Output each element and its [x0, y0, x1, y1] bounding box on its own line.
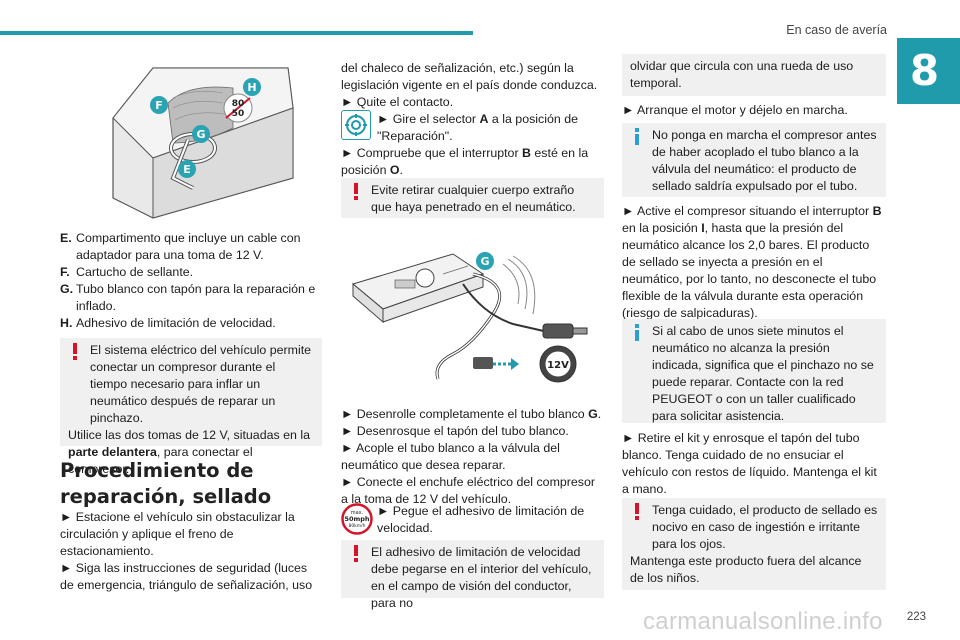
warning-exclamation-icon [73, 343, 77, 360]
callout-h: H [243, 78, 261, 96]
compressor-selector-icon [341, 110, 371, 140]
col3-step-start: ► Arranque el motor y déjelo en marcha. [622, 103, 848, 117]
section-title: En caso de avería [786, 23, 887, 37]
col2-step-sticker: ► Pegue el adhesivo de limitación de vel… [377, 504, 585, 535]
warning-exclamation-icon [354, 545, 358, 562]
warning-box-sticker: El adhesivo de limitación de velocidad d… [341, 540, 604, 610]
col3-step-remove: ► Retire el kit y enrosque el tapón del … [622, 431, 877, 496]
warning-box-electrical: El sistema eléctrico del vehículo permit… [60, 338, 322, 476]
callout-e: E [178, 160, 196, 178]
warning-exclamation-icon [354, 183, 358, 200]
callout-g: G [476, 252, 494, 270]
section-heading: Procedimiento de reparación, sellado [60, 459, 272, 508]
figure-legend: E.Compartimento que incluye un cable con… [60, 230, 322, 332]
svg-text:G: G [196, 128, 205, 141]
svg-text:F: F [155, 99, 163, 112]
svg-text:H: H [247, 81, 256, 94]
svg-text:G: G [480, 255, 489, 268]
col1-step-park: ► Estacione el vehículo sin obstaculizar… [60, 510, 295, 558]
svg-text:80km/h: 80km/h [348, 523, 365, 529]
warning-box-harmful: Tenga cuidado, el producto de sellado es… [622, 498, 886, 590]
svg-text:max.: max. [351, 510, 364, 516]
speed-sticker-icon: max. 50mph 80km/h [341, 503, 373, 535]
col2-step-selector: ► Gire el selector A a la posición de "R… [377, 112, 578, 143]
legend-item-h: H.Adhesivo de limitación de velocidad. [60, 316, 276, 330]
warning-box-foreign-body: Evite retirar cualquier cuerpo extraño q… [341, 178, 604, 218]
col2-step-switch: ► Compruebe que el interruptor B esté en… [341, 146, 589, 177]
col2-continuation: del chaleco de señalización, etc.) según… [341, 61, 598, 92]
sticker-text-50: 50 [232, 109, 245, 119]
header-accent-bar [0, 31, 473, 35]
col2-step-contact: ► Quite el contacto. [341, 95, 454, 109]
legend-item-e: E.Compartimento que incluye un cable con… [60, 231, 301, 262]
warning-box-continuation: olvidar que circula con una rueda de uso… [622, 54, 886, 96]
info-icon [635, 324, 639, 341]
warning-exclamation-icon [635, 503, 639, 520]
legend-item-f: F.Cartucho de sellante. [60, 265, 194, 279]
callout-g: G [192, 125, 210, 143]
svg-text:50mph: 50mph [344, 515, 369, 523]
chapter-number-tab: 8 [897, 38, 960, 104]
callout-f: F [150, 96, 168, 114]
sticker-text-80: 80 [232, 99, 245, 109]
col2-step-unroll: ► Desenrolle completamente el tubo blanc… [341, 407, 602, 421]
socket-label: 12V [547, 360, 569, 371]
page-number: 223 [906, 611, 926, 623]
col1-step-safety: ► Siga las instrucciones de seguridad (l… [60, 561, 313, 592]
warning-text-1: El sistema eléctrico del vehículo permit… [90, 343, 312, 425]
compressor-hose-illustration: 12V G [351, 252, 588, 383]
col2-step-cap: ► Desenrosque el tapón del tubo blanco. [341, 424, 569, 438]
col2-step-plug: ► Conecte el enchufe eléctrico del compr… [341, 475, 596, 506]
info-box-seven-minutes: Si al cabo de unos siete minutos el neum… [622, 319, 886, 423]
repair-kit-illustration: 80 50 F G E H [112, 67, 294, 219]
col3-step-activate: ► Active el compresor situando el interr… [622, 204, 882, 320]
info-box-compressor: No ponga en marcha el compresor antes de… [622, 123, 886, 197]
svg-text:E: E [183, 163, 191, 176]
col2-step-valve: ► Acople el tubo blanco a la válvula del… [341, 441, 560, 472]
legend-item-g: G.Tubo blanco con tapón para la reparaci… [60, 282, 316, 313]
watermark: carmanualsonline.info [643, 608, 883, 635]
info-icon [635, 128, 639, 145]
warning-text-2: Utilice las dos tomas de 12 V, situadas … [68, 428, 310, 476]
